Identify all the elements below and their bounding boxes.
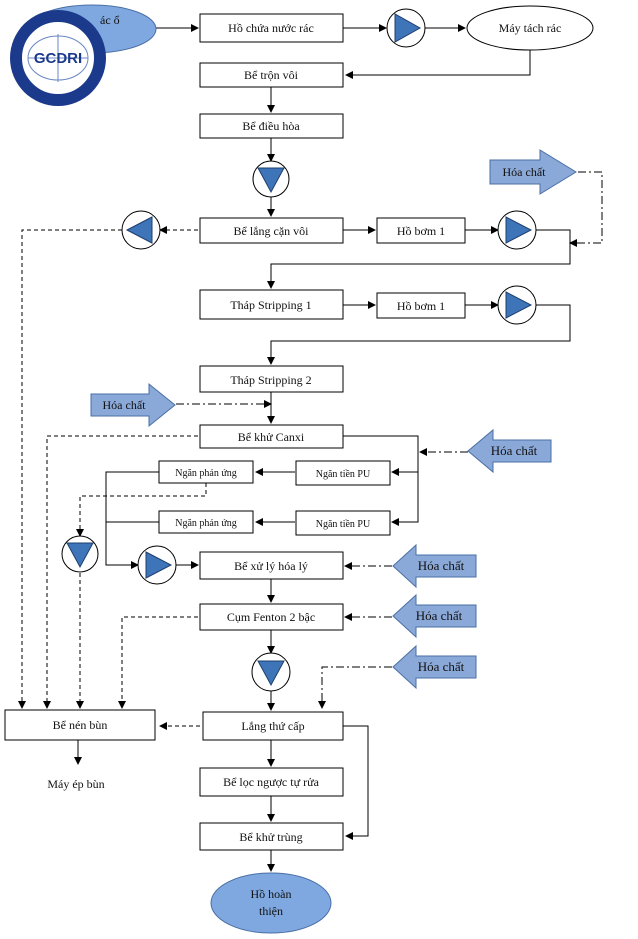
- ho-hoan-thien-ellipse: Hồ hoàn thiện: [210, 872, 332, 934]
- box-be-khu-canxi: [199, 424, 344, 449]
- label-ho-bom-1b: Hồ bơm 1: [397, 299, 445, 313]
- chemical-arrow-icon: Hóa chất: [489, 149, 577, 195]
- label-be-khu-canxi: Bể khử Canxi: [238, 430, 305, 444]
- chemical-label: Hóa chất: [491, 443, 538, 458]
- label-ngan-phan-ung-1: Ngăn phản ứng: [175, 468, 237, 479]
- pump-icon: [61, 535, 99, 573]
- chemical-lines: [176, 171, 603, 709]
- chemical-label: Hóa chất: [418, 659, 465, 674]
- label-be-tron-voi: Bể trộn vôi: [244, 68, 299, 82]
- sludge-lines: [18, 226, 207, 730]
- process-boxes: [4, 13, 466, 851]
- label-ho-hoan-thien-1: Hồ hoàn: [251, 887, 292, 901]
- label-may-tach-rac: Máy tách rác: [499, 21, 562, 35]
- may-tach-rac-ellipse: Máy tách rác: [466, 5, 594, 51]
- chemical-label: Hóa chất: [503, 165, 547, 179]
- pump-icon: [137, 545, 177, 585]
- box-be-khu-trung: [199, 822, 344, 851]
- process-labels: Hồ chứa nước rác Bể trộn vôi Bể điều hòa…: [47, 21, 445, 844]
- institute-logo: GCDRI: [10, 10, 106, 106]
- box-cum-fenton: [199, 603, 344, 631]
- box-be-lang-can-voi: [199, 217, 344, 244]
- pump-icon: [497, 210, 537, 250]
- label-ho-bom-1a: Hồ bơm 1: [397, 224, 445, 238]
- box-ho-chua: [199, 13, 344, 43]
- label-be-khu-trung: Bể khử trùng: [239, 830, 302, 844]
- label-cum-fenton: Cụm Fenton 2 bậc: [227, 610, 315, 624]
- label-ngan-tien-pu-1: Ngăn tiền PU: [316, 469, 371, 480]
- pump-icon: [121, 210, 161, 250]
- chemical-arrow-icon: Hóa chất: [392, 543, 477, 589]
- box-lang-thu-cap: [202, 711, 344, 741]
- label-be-dieu-hoa: Bể điều hòa: [242, 119, 300, 133]
- label-be-xu-ly-hoa-ly: Bể xử lý hóa lý: [234, 559, 308, 573]
- box-be-xu-ly-hoa-ly: [199, 551, 344, 580]
- connectors: [74, 24, 571, 872]
- chemical-arrow-icon: Hóa chất: [392, 593, 477, 639]
- box-ho-bom-1a: [376, 217, 466, 244]
- box-be-loc-nguoc: [199, 767, 344, 797]
- chemical-label: Hóa chất: [103, 398, 147, 412]
- label-ngan-phan-ung-2: Ngăn phản ứng: [175, 518, 237, 529]
- box-ngan-tien-pu-2: [295, 510, 391, 536]
- pump-icon: [251, 652, 291, 692]
- label-be-lang-can-voi: Bể lắng cặn vôi: [234, 224, 310, 238]
- label-ho-chua: Hồ chứa nước rác: [228, 21, 314, 35]
- box-ngan-phan-ung-2: [158, 510, 254, 534]
- label-thap-stripping-2: Tháp Stripping 2: [230, 373, 311, 387]
- label-lang-thu-cap: Lắng thứ cấp: [241, 719, 304, 733]
- pump-icon: [386, 8, 426, 48]
- box-thap-stripping-1: [199, 289, 344, 320]
- chemical-arrow-icon: Hóa chất: [392, 644, 477, 690]
- chemical-arrows: Hóa chất Hóa chất Hóa chất Hóa chất Hóa …: [90, 149, 577, 690]
- box-be-nen-bun: [4, 709, 156, 741]
- box-be-tron-voi: [199, 62, 344, 88]
- label-be-loc-nguoc: Bể lọc ngược tự rửa: [223, 775, 320, 789]
- pump-icon: [497, 285, 537, 325]
- chemical-label: Hóa chất: [416, 608, 463, 623]
- label-may-ep-bun: Máy ép bùn: [47, 777, 104, 791]
- label-be-nen-bun: Bể nén bùn: [53, 718, 108, 732]
- chemical-arrow-icon: Hóa chất: [467, 428, 552, 474]
- box-thap-stripping-2: [199, 365, 344, 393]
- box-ngan-tien-pu-1: [295, 460, 391, 486]
- source-label: ác ổ: [100, 13, 120, 27]
- chemical-label: Hóa chất: [418, 558, 465, 573]
- box-ho-bom-1b: [376, 292, 466, 319]
- label-thap-stripping-1: Tháp Stripping 1: [230, 298, 311, 312]
- label-ho-hoan-thien-2: thiện: [259, 904, 283, 918]
- logo-text: GCDRI: [34, 50, 82, 67]
- box-ngan-phan-ung-1: [158, 460, 254, 484]
- pump-icon: [252, 160, 290, 198]
- chemical-arrow-icon: Hóa chất: [90, 382, 176, 428]
- pumps: [61, 8, 537, 692]
- box-be-dieu-hoa: [199, 113, 344, 139]
- label-ngan-tien-pu-2: Ngăn tiền PU: [316, 519, 371, 530]
